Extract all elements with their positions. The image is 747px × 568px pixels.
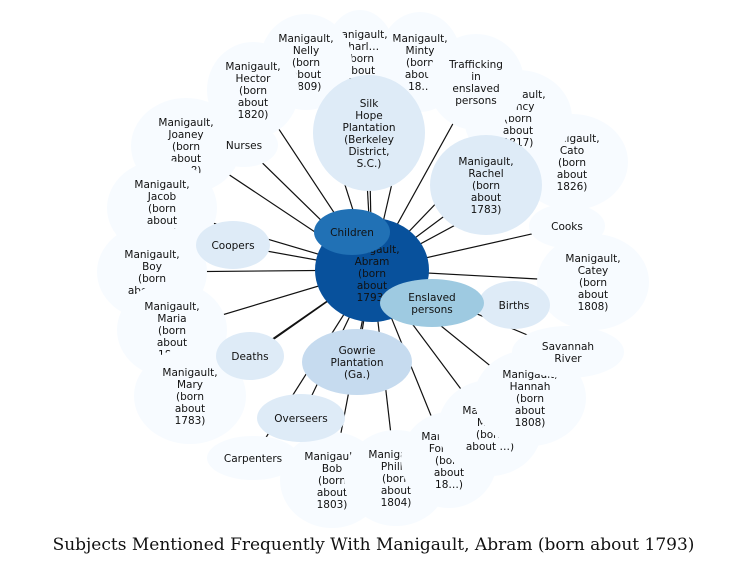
node-hector-bubble [207, 42, 299, 138]
node-deaths-bubble [216, 332, 284, 380]
node-children[interactable]: Children [314, 209, 390, 255]
node-deaths-label: Deaths [231, 351, 268, 363]
node-catey-bubble [537, 234, 649, 330]
node-coopers-label: Coopers [211, 240, 254, 252]
node-gowrie-bubble [302, 329, 412, 395]
node-enslaved-bubble [380, 279, 484, 327]
node-deaths[interactable]: Deaths [216, 332, 284, 380]
node-rachel-bubble [430, 135, 542, 235]
node-savannah-bubble [512, 326, 624, 378]
node-carpenters[interactable]: Carpenters [207, 436, 299, 480]
node-children-label: Children [330, 227, 374, 239]
node-overseers[interactable]: Overseers [257, 394, 345, 442]
node-silkhope-bubble [313, 75, 425, 191]
node-trafficking-bubble [428, 34, 524, 130]
node-mary-bubble [134, 348, 246, 444]
node-cooks[interactable]: Cooks [529, 204, 605, 248]
node-births-label: Births [499, 300, 530, 312]
node-nurses[interactable]: Nurses [210, 123, 278, 167]
node-carpenters-label: Carpenters [224, 453, 282, 465]
diagram-title: Subjects Mentioned Frequently With Manig… [52, 535, 695, 555]
node-nurses-label: Nurses [226, 140, 262, 152]
node-coopers[interactable]: Coopers [196, 221, 270, 269]
node-carpenters-bubble [207, 436, 299, 480]
node-nurses-bubble [210, 123, 278, 167]
node-cooks-label: Cooks [551, 221, 583, 233]
node-overseers-label: Overseers [274, 413, 327, 425]
node-births[interactable]: Births [478, 281, 550, 329]
node-overseers-bubble [257, 394, 345, 442]
node-children-bubble [314, 209, 390, 255]
node-joaney-label: Manigault,Joaney(bornabout1818) [158, 117, 213, 177]
node-births-bubble [478, 281, 550, 329]
node-coopers-bubble [196, 221, 270, 269]
node-cooks-bubble [529, 204, 605, 248]
